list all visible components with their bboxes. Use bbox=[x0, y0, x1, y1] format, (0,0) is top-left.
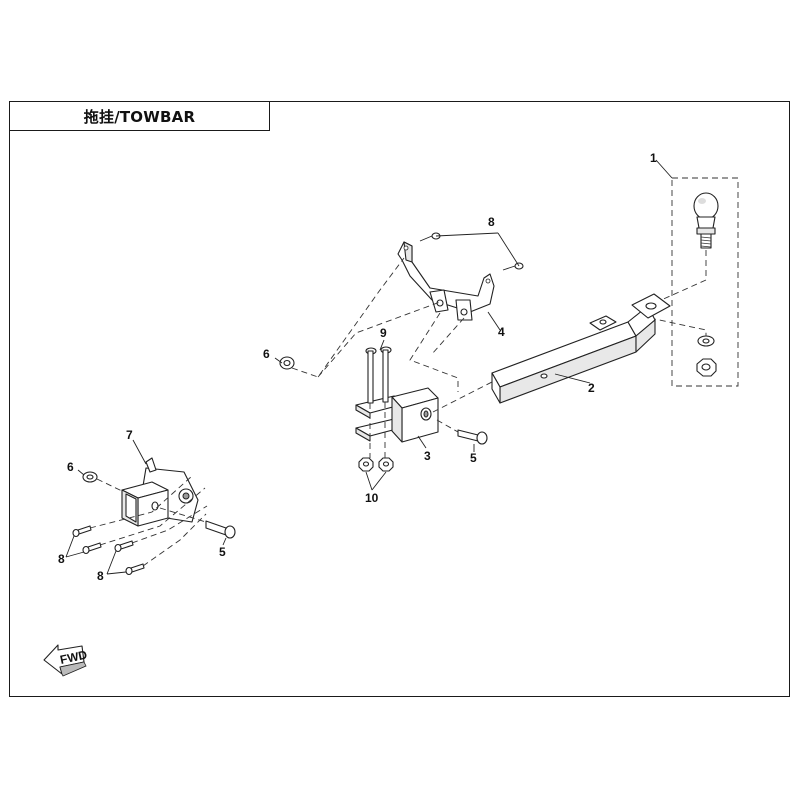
hitch-ball-assembly bbox=[649, 177, 739, 387]
callout-8b: 8 bbox=[58, 552, 65, 566]
fwd-label: FWD bbox=[59, 647, 89, 666]
callout-5b: 5 bbox=[219, 545, 226, 559]
callout-6b: 6 bbox=[67, 460, 74, 474]
drawbar bbox=[491, 293, 671, 404]
washer-upper bbox=[279, 356, 295, 370]
callout-5a: 5 bbox=[470, 451, 477, 465]
callout-10: 10 bbox=[365, 491, 379, 505]
fwd-arrow-icon: FWD bbox=[43, 644, 89, 677]
nuts bbox=[358, 457, 394, 472]
callout-1: 1 bbox=[650, 151, 657, 165]
title-box: 拖挂/TOWBAR bbox=[9, 101, 270, 131]
page-title: 拖挂/TOWBAR bbox=[83, 107, 196, 126]
washer-lower bbox=[82, 471, 98, 483]
front-bolts bbox=[72, 525, 145, 576]
callout-3: 3 bbox=[424, 449, 431, 463]
callout-8c: 8 bbox=[97, 569, 104, 583]
front-receiver bbox=[121, 457, 199, 527]
callout-9: 9 bbox=[380, 326, 387, 340]
diagram-frame bbox=[9, 101, 790, 697]
receiver-bracket bbox=[355, 387, 439, 443]
bracket-bolts bbox=[419, 232, 524, 271]
callout-6a: 6 bbox=[263, 347, 270, 361]
callout-8a: 8 bbox=[488, 215, 495, 229]
long-bolts bbox=[365, 346, 392, 404]
callout-2: 2 bbox=[588, 381, 595, 395]
callout-7: 7 bbox=[126, 428, 133, 442]
bolt-lower bbox=[205, 520, 236, 539]
callout-4: 4 bbox=[498, 325, 505, 339]
support-bracket bbox=[397, 241, 495, 321]
bolt-upper bbox=[457, 429, 488, 445]
